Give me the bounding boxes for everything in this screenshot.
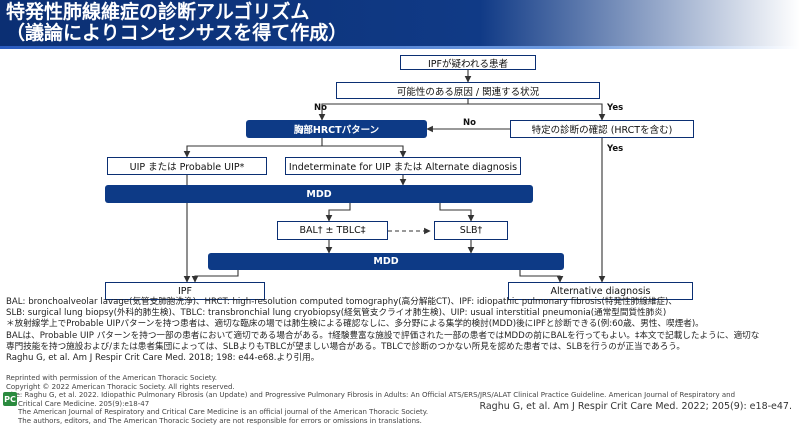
box-ipf-suspected: IPFが疑われる患者	[400, 55, 536, 70]
box-slb: SLB†	[434, 221, 508, 240]
label-yes-specific: Yes	[607, 144, 624, 154]
box-mdd-2: MDD	[208, 253, 564, 270]
page-title: 特発性肺線維症の診断アルゴリズム	[6, 1, 310, 23]
page-subtitle: （議論によりコンセンサスを得て作成）	[6, 22, 348, 44]
label-yes-causes: Yes	[607, 103, 624, 113]
footnotes: BAL: bronchoalveolar lavage(気管支肺胞洗浄)、HRC…	[6, 297, 796, 364]
box-mdd-1: MDD	[105, 185, 533, 203]
copyright-line: The American Journal of Respiratory and …	[18, 408, 429, 417]
line-hrct-indeterminate	[322, 145, 407, 158]
pc-logo-icon: PC	[3, 392, 17, 406]
footnote-line: ＊放射線学上でProbable UIPパターンを持つ患者は、適切な臨床の場では肺…	[6, 319, 704, 330]
box-hrct-pattern: 胸部HRCTパターン	[246, 120, 427, 138]
line-mdd-slb	[439, 203, 475, 222]
box-possible-causes: 可能性のある原因 / 関連する状況	[336, 82, 600, 99]
box-uip-probable: UIP または Probable UIP*	[107, 157, 267, 175]
footnote-line: SLB: surgical lung biopsy(外科的肺生検)、TBLC: …	[6, 308, 667, 319]
copyright-line: Cite: Raghu G, et al. 2022. Idiopathic P…	[6, 391, 736, 400]
line-causes-no	[318, 99, 469, 121]
label-no-causes: No	[314, 103, 327, 113]
box-alternative-diagnosis: Alternative diagnosis	[508, 282, 693, 300]
citation: Raghu G, et al. Am J Respir Crit Care Me…	[479, 401, 792, 412]
copyright-line: The authors, editors, and The American T…	[18, 416, 422, 425]
footnote-line: 専門技能を持つ施設および/または患者集団によっては、SLBよりもTBLCが望まし…	[6, 341, 685, 352]
copyright-line: Reprinted with permission of the America…	[6, 374, 217, 382]
line-mdd2-ipf	[191, 270, 239, 283]
box-specific-diagnosis: 特定の診断の確認 (HRCTを含む)	[510, 120, 694, 138]
copyright-notice: Reprinted with permission of the America…	[6, 374, 735, 426]
line-causes-yes	[468, 103, 606, 121]
header-bar: 特発性肺線維症の診断アルゴリズム （議論によりコンセンサスを得て作成）	[0, 0, 800, 46]
box-bal-tblc: BAL† ± TBLC‡	[277, 221, 388, 240]
copyright-line: Critical Care Medicine. 205(9):e18-47	[18, 399, 150, 408]
box-indeterminate: Indeterminate for UIP または Alternate diag…	[285, 157, 521, 175]
line-mdd-bal	[325, 203, 351, 222]
copyright-line: Copyright © 2022 American Thoracic Socie…	[6, 382, 235, 391]
label-no-specific: No	[463, 118, 476, 128]
header-rule	[0, 46, 800, 49]
line-hrct-uip	[183, 138, 323, 158]
footnote-line: BAL: bronchoalveolar lavage(気管支肺胞洗浄)、HRC…	[6, 297, 677, 307]
footnote-line: BALは、Probable UIP パターンを持つ一部の患者において適切である場…	[6, 330, 760, 341]
line-mdd2-alt	[519, 270, 564, 283]
box-ipf: IPF	[105, 282, 265, 300]
footnote-line: Raghu G, et al. Am J Respir Crit Care Me…	[6, 353, 320, 364]
